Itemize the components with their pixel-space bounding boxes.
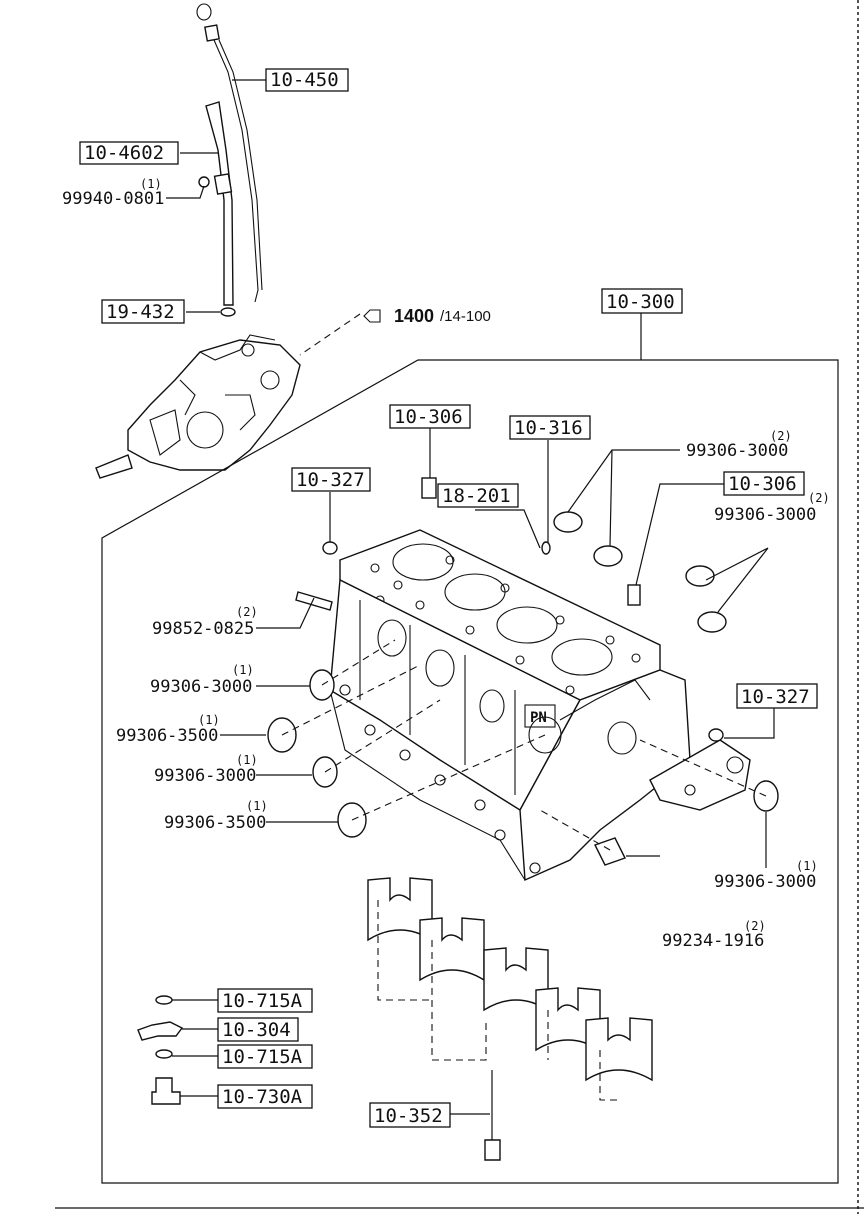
callout-block-assy-label: 10-300 (606, 291, 675, 313)
plug-316-drawing (541, 541, 551, 555)
callout-plug-327-left-label: 10-327 (296, 469, 365, 491)
callout-bracket-label: 10-304 (222, 1019, 291, 1041)
callout-10-327-right: 10-327 (736, 683, 818, 709)
plug-b-qty: (1) (198, 713, 220, 727)
cup-plug-right-2 (697, 611, 727, 633)
cup-plug-right-1 (685, 565, 715, 587)
callout-19-432: 19-432 (101, 299, 185, 324)
callout-10-327-left: 10-327 (291, 467, 371, 492)
dowel-rear-qty: (2) (744, 919, 766, 933)
plug-c-qty: (1) (236, 753, 258, 767)
oil-pump-ref-section: /14-100 (440, 308, 491, 325)
callout-plug-327-right-label: 10-327 (741, 686, 810, 708)
tube-bolt-qty: (1) (140, 177, 162, 191)
cap-plug-right-part-number: 99306-3000 (714, 505, 816, 525)
plug-c-part-number: 99306-3000 (154, 766, 256, 786)
dowel-top-drawing (421, 477, 437, 499)
plug-rear-qty: (1) (796, 859, 818, 873)
plug-a-part-number: 99306-3000 (150, 677, 252, 697)
callout-10-715a-2: 10-715A (217, 1044, 313, 1069)
callout-oring-label: 19-432 (106, 301, 175, 323)
callout-bolt-label: 10-730A (222, 1086, 303, 1108)
dowel-right-drawing (627, 584, 641, 606)
stud-qty: (2) (236, 605, 258, 619)
callout-plug-316-label: 10-316 (514, 417, 583, 439)
cap-plug-top-part-number: 99306-3000 (686, 441, 788, 461)
block-assembly-frame (101, 359, 839, 1184)
dipstick-drawing (196, 3, 263, 303)
plug-327-left-drawing (322, 541, 338, 555)
plug-d-part-number: 99306-3500 (164, 813, 266, 833)
cap-plug-right-qty: (2) (808, 491, 830, 505)
cup-plug-top-1 (553, 511, 583, 533)
callout-10-304: 10-304 (217, 1017, 299, 1042)
callout-dipstick-label: 10-450 (270, 69, 339, 91)
callout-10-352: 10-352 (369, 1102, 451, 1128)
dowel-rear-drawing (594, 837, 626, 866)
callout-guide-tube-label: 10-4602 (84, 142, 164, 164)
stud-drawing (295, 591, 333, 611)
leader-lines (166, 79, 775, 1115)
callout-10-300: 10-300 (601, 288, 683, 314)
callout-dowel-top-label: 10-306 (394, 406, 463, 428)
callout-washer-1-label: 10-715A (222, 990, 303, 1012)
cap-plug-top-qty: (2) (770, 429, 792, 443)
tube-bolt-part-number: 99940-0801 (62, 189, 164, 209)
stud-part-number: 99852-0825 (152, 619, 254, 639)
plug-b-part-number: 99306-3500 (116, 726, 218, 746)
plug-327-right-drawing (708, 728, 724, 742)
callout-10-316: 10-316 (509, 415, 591, 440)
dowel-rear-part-number: 99234-1916 (662, 931, 764, 951)
callout-10-306-top: 10-306 (389, 404, 471, 429)
hardware-stack-drawing (137, 995, 184, 1105)
main-bearing-caps-drawing (367, 877, 653, 1161)
cylinder-block-drawing: PN (267, 477, 779, 882)
callout-10-306-right: 10-306 (723, 471, 805, 496)
oil-pump-ref-number: 1400 (394, 306, 434, 326)
plug-d-qty: (1) (246, 799, 268, 813)
callout-10-450: 10-450 (265, 68, 349, 92)
callout-18-201: 18-201 (437, 483, 519, 508)
reference-arrow-icon (363, 309, 381, 323)
guide-tube-drawing (198, 101, 236, 317)
callout-dowel-right-label: 10-306 (728, 473, 797, 495)
callout-10-4602: 10-4602 (79, 141, 179, 165)
callout-10-730a: 10-730A (217, 1084, 313, 1109)
callout-10-715a-1: 10-715A (217, 988, 313, 1013)
plug-a-qty: (1) (232, 663, 254, 677)
callout-oring-201-label: 18-201 (442, 485, 511, 507)
plug-rear-part-number: 99306-3000 (714, 872, 816, 892)
cup-plug-top-2 (593, 545, 623, 567)
oil-pump-reference: 1400 /14-100 (363, 306, 491, 326)
oil-pump-drawing (95, 334, 301, 479)
callout-washer-2-label: 10-715A (222, 1046, 303, 1068)
callout-main-bolt-label: 10-352 (374, 1105, 443, 1127)
